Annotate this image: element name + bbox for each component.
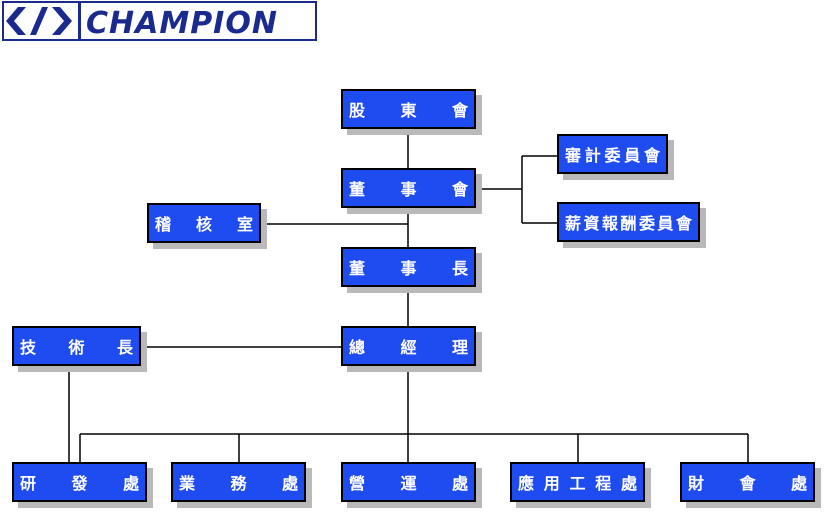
node-label: 審計委員會 (565, 146, 660, 165)
company-logo: CHAMPION (2, 1, 317, 41)
node-board: 董事會 (341, 168, 476, 208)
node-chairman: 董事長 (341, 247, 476, 287)
node-audit-committee: 審計委員會 (557, 134, 668, 174)
node-label: 總經理 (349, 338, 468, 357)
node-label: 應用工程處 (518, 474, 637, 493)
node-cto: 技術長 (12, 326, 141, 366)
node-sales: 業務處 (171, 462, 306, 502)
node-president: 總經理 (341, 326, 476, 366)
node-label: 業務處 (179, 474, 298, 493)
node-rd: 研發處 (12, 462, 147, 502)
node-shareholders: 股東會 (341, 89, 476, 129)
node-label: 董事會 (349, 180, 468, 199)
node-label: 研發處 (20, 474, 139, 493)
node-label: 財會處 (688, 474, 807, 493)
svg-text:CHAMPION: CHAMPION (86, 6, 278, 39)
logo-graphic: CHAMPION (6, 3, 278, 39)
node-label: 技術長 (20, 338, 133, 357)
node-label: 董事長 (349, 259, 468, 278)
node-finance: 財會處 (680, 462, 815, 502)
node-label: 薪資報酬委員會 (565, 214, 692, 233)
node-application-engineering: 應用工程處 (510, 462, 645, 502)
node-label: 營運處 (349, 474, 468, 493)
node-compensation-committee: 薪資報酬委員會 (557, 202, 700, 242)
node-label: 稽核室 (155, 215, 253, 234)
node-label: 股東會 (349, 101, 468, 120)
node-operations: 營運處 (341, 462, 476, 502)
node-internal-audit: 稽核室 (147, 203, 261, 243)
